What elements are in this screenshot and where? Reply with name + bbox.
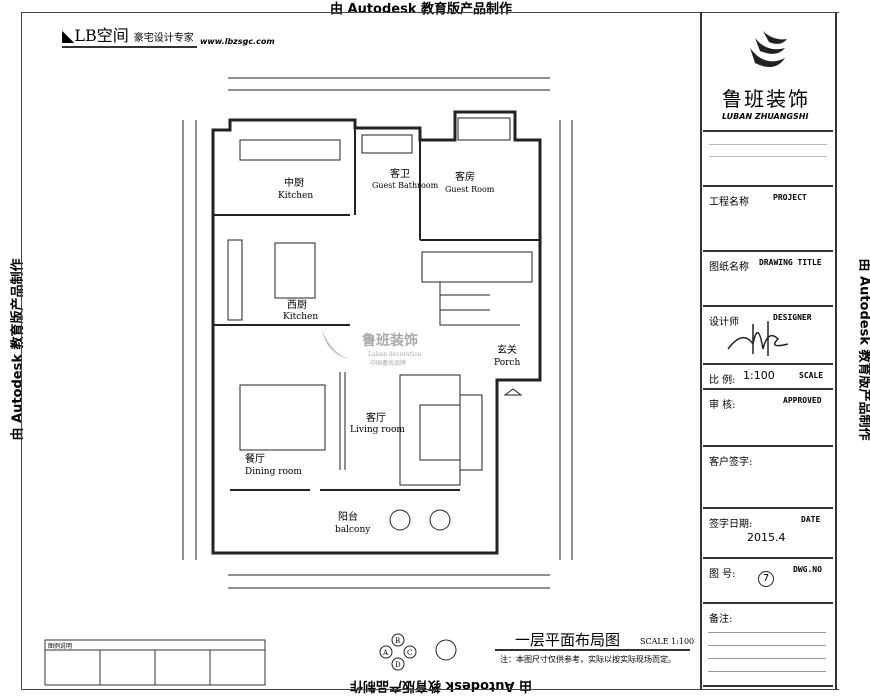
label-text: 图 号: [709,569,736,580]
label-text: 备注: [709,614,733,625]
scale-row: 比 例: 1:100 SCALE [703,363,833,388]
website: www.lbzsgc.com [200,37,275,46]
label-text: DESIGNER [773,313,812,322]
label-text: LB空间 [74,26,129,45]
label-text: SCALE [799,371,824,380]
label-text: Porch [494,358,520,368]
drawing-title-row: 图纸名称 DRAWING TITLE [703,250,833,305]
label-text: 鲁班装饰 [361,332,418,349]
legend-title: 图例说明 [48,642,72,650]
label-text: 审 核: [709,400,736,411]
label-text: PROJECT [773,193,807,202]
label-text: Kitchen [283,312,318,322]
label-text: 比 例: [709,375,736,386]
project-row: 工程名称 PROJECT [703,185,833,250]
label-text: 客厅 [366,411,386,424]
client-signature-row: 客户签字: [703,445,833,507]
designer-row: 设计师 DESIGNER [703,305,833,363]
label-text: balcony [335,525,371,535]
label-text: 中国著名品牌 [370,359,406,367]
brand-name: 鲁班装饰 [722,87,810,111]
label-text: DATE [801,515,821,524]
approved-row: 审 核: APPROVED [703,388,833,445]
label-text: 签字日期: [709,519,753,530]
label-text: 工程名称 [709,197,749,208]
label-text: 阳台 [338,510,358,523]
label-text: Guest Room [445,185,495,194]
watermark-top: 由 Autodesk 教育版产品制作 [330,2,513,17]
label-text: Guest Bathroom [372,181,439,190]
drawing-title: 一层平面布局图 [515,631,620,649]
floor-plan: 中厨 Kitchen 客卫 Guest Bathroom 客房 Guest Ro… [44,77,694,686]
label-text: 豪宅设计专家 [133,33,194,44]
lb-logo: ◣LB空间 豪宅设计专家 [62,22,197,48]
label-text: 餐厅 [245,452,265,465]
label-text: C [407,649,412,657]
label-text: 设计师 [709,317,739,328]
date-row: 签字日期: DATE 2015.4 [703,507,833,557]
watermark-right: 由 Autodesk 教育版产品制作 [856,258,870,441]
label-text: 2015.4 [747,531,786,544]
label-text: Living room [350,425,405,435]
drawing-number-row: 图 号: DWG.NO 7 [703,557,833,602]
label-text: A [382,649,389,657]
label-text: Kitchen [278,191,313,201]
label-text: B [395,637,400,645]
label-text: 客卫 [390,167,410,180]
label-text: D [395,661,401,669]
title-block-frame [700,12,837,690]
brand-name-en: LUBAN ZHUANGSHI [722,112,809,121]
luban-logo-icon [745,28,790,73]
label-text: 客房 [455,170,475,183]
drawing-scale: SCALE 1:100 [640,637,694,646]
label-text: 1:100 [743,369,775,382]
label-text: 客户签字: [709,457,753,468]
designer-signature [727,321,789,356]
label-text: DWG.NO [793,565,822,574]
label-text: 图纸名称 [709,262,749,273]
label-text: 玄关 [497,343,517,356]
lb-logo-icon: ◣ [62,26,75,45]
label-text: APPROVED [783,396,822,405]
drawing-note: 注：本图尺寸仅供参考，实际以按实际现场而定。 [500,654,676,664]
label-text: DRAWING TITLE [759,258,822,267]
label-text: Luban decoration [368,351,422,358]
company-info [703,130,833,185]
remarks-row: 备注: [703,602,833,687]
room-label: 中厨 [284,176,304,189]
drawing-frame [21,12,839,690]
label-text: Dining room [245,467,302,477]
label-text: 7 [758,571,774,587]
label-text: 西厨 [287,299,307,311]
